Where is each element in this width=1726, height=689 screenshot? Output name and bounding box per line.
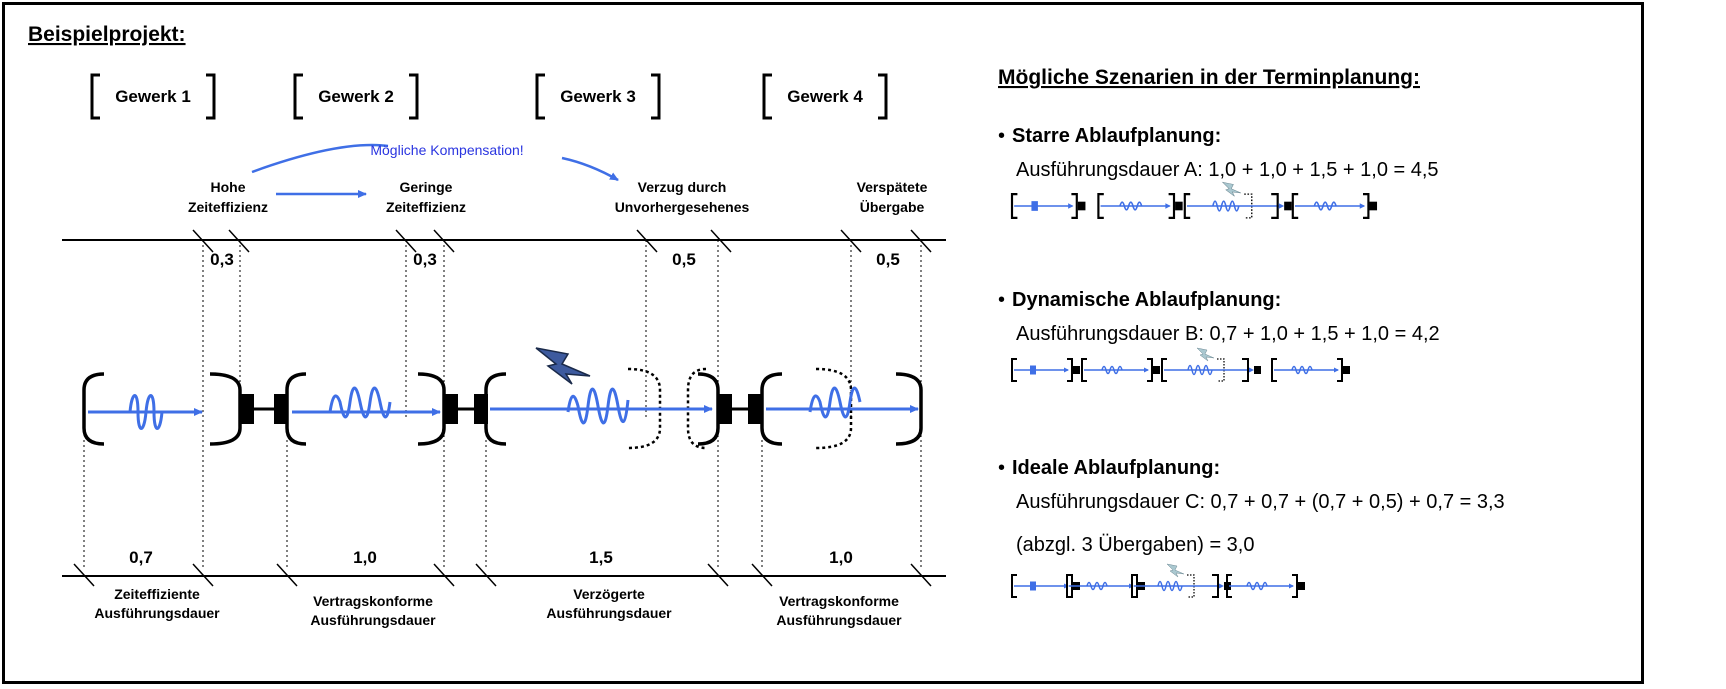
duration-label-2-line1: Vertragskonforme: [313, 593, 433, 609]
gewerk-label: Gewerk 2: [318, 87, 394, 106]
compensation-arrows: Mögliche Kompensation!: [251, 142, 619, 198]
duration-label-4-line2: Ausführungsdauer: [776, 612, 902, 628]
scenario-formula: Ausführungsdauer A: 1,0 + 1,0 + 1,5 + 1,…: [1016, 159, 1439, 181]
scenario-name: Dynamische Ablaufplanung:: [1012, 289, 1281, 311]
duration-value-4: 1,0: [829, 548, 853, 567]
panel-title: Beispielprojekt:: [28, 23, 186, 46]
event-label-3-line1: Verzug durch: [638, 179, 727, 195]
event-labels: Hohe Zeiteffizienz Geringe Zeiteffizienz…: [188, 179, 928, 215]
bullet: •: [998, 289, 1005, 311]
scenario-a: • Starre Ablaufplanung: Ausführungsdauer…: [998, 125, 1439, 219]
event-label-1-line1: Hohe: [211, 179, 246, 195]
scenario-formula: Ausführungsdauer B: 0,7 + 1,0 + 1,5 + 1,…: [1016, 323, 1440, 345]
spring-compressed: [128, 394, 164, 430]
bottom-timeline: 0,7 1,0 1,5 1,0 Zeiteffiziente Ausführun…: [62, 548, 946, 628]
mini-chain-a: [1010, 181, 1379, 219]
event-label-4-line2: Übergabe: [860, 199, 925, 215]
scenario-extra: (abzgl. 3 Übergaben) = 3,0: [1016, 534, 1255, 556]
gewerk-label: Gewerk 1: [115, 87, 191, 106]
gap-value-2: 0,3: [413, 250, 437, 269]
duration-label-2-line2: Ausführungsdauer: [310, 612, 436, 628]
duration-label-3-line1: Verzögerte: [573, 586, 645, 602]
gewerk-header-1: Gewerk 1: [90, 73, 216, 120]
gewerk-header-2: Gewerk 2: [293, 73, 419, 120]
process-chain: [82, 347, 923, 450]
duration-value-3: 1,5: [589, 548, 613, 567]
mini-chain-c: [1011, 563, 1306, 598]
duration-value-1: 0,7: [129, 548, 153, 567]
figure-frame: [2, 2, 1644, 684]
event-label-2-line2: Zeiteffizienz: [386, 199, 466, 215]
spring-extended: [566, 387, 630, 425]
event-label-2-line1: Geringe: [400, 179, 453, 195]
duration-label-3-line2: Ausführungsdauer: [546, 605, 672, 621]
scenario-formula: Ausführungsdauer C: 0,7 + 0,7 + (0,7 + 0…: [1016, 491, 1505, 513]
duration-label-1-line1: Zeiteffiziente: [114, 586, 200, 602]
duration-label-4-line1: Vertragskonforme: [779, 593, 899, 609]
scenarios-title: Mögliche Szenarien in der Terminplanung:: [998, 66, 1420, 89]
gap-value-1: 0,3: [210, 250, 234, 269]
gewerk-header-3: Gewerk 3: [535, 73, 661, 120]
vertical-guides: [83, 240, 922, 568]
event-label-4-line1: Verspätete: [857, 179, 928, 195]
scenario-c: • Ideale Ablaufplanung: Ausführungsdauer…: [998, 457, 1505, 598]
scenario-b: • Dynamische Ablaufplanung: Ausführungsd…: [998, 289, 1440, 382]
bullet: •: [998, 125, 1005, 147]
gewerk-label: Gewerk 4: [787, 87, 863, 106]
mini-chain-b: [1011, 347, 1351, 382]
spring-normal: [328, 386, 392, 419]
spring-normal-2: [808, 386, 862, 419]
gewerk-label: Gewerk 3: [560, 87, 636, 106]
bullet: •: [998, 457, 1005, 479]
scenario-name: Starre Ablaufplanung:: [1012, 125, 1221, 147]
gap-value-3: 0,5: [672, 250, 696, 269]
scenario-name: Ideale Ablaufplanung:: [1012, 457, 1220, 479]
gewerk-header-4: Gewerk 4: [762, 73, 888, 120]
duration-label-1-line2: Ausführungsdauer: [94, 605, 220, 621]
top-timeline: 0,3 0,3 0,5 0,5: [62, 229, 946, 269]
duration-value-2: 1,0: [353, 548, 377, 567]
gewerk-headers: Gewerk 1 Gewerk 2 Gewerk 3 Gewerk 4: [90, 73, 888, 120]
lightning-icon: [535, 347, 591, 385]
event-label-1-line2: Zeiteffizienz: [188, 199, 268, 215]
gap-value-4: 0,5: [876, 250, 900, 269]
event-label-3-line2: Unvorhergesehenes: [615, 199, 750, 215]
compensation-label: Mögliche Kompensation!: [370, 142, 523, 158]
